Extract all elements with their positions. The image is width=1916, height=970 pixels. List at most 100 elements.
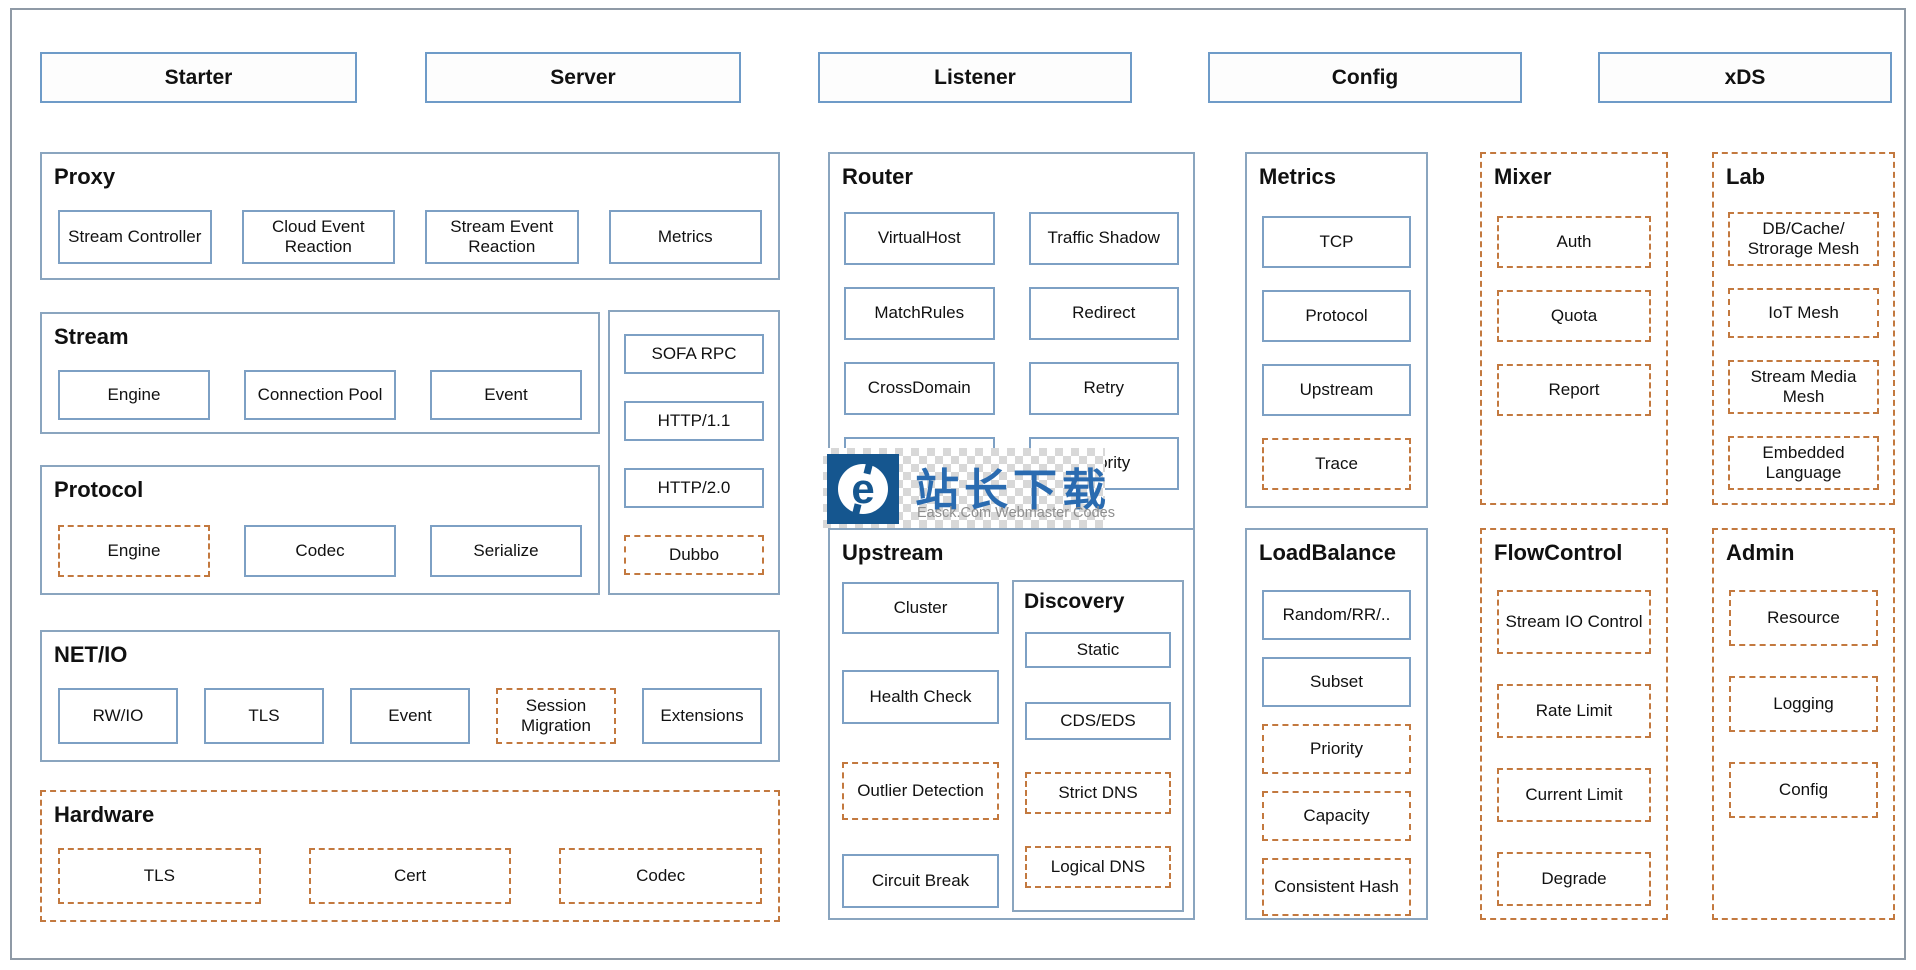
module-box: SOFA RPC [624,334,764,374]
module-box: Session Migration [496,688,616,744]
module-box: Health Check [842,670,999,724]
section-title: FlowControl [1494,540,1623,565]
header-box-listener: Listener [818,52,1132,103]
module-box: Traffic Shadow [1028,212,1179,265]
module-box: Codec [244,525,396,577]
module-box: Embedded Language [1728,436,1879,490]
module-box: Resource [1729,590,1878,646]
section-title: Metrics [1259,164,1337,189]
module-box: Capacity [1262,791,1411,841]
module-box: Random/RR/.. [1262,590,1411,640]
module-box: DB/Cache/ Strorage Mesh [1728,212,1879,266]
module-box: CDS/EDS [1025,702,1171,740]
header-box-config: Config [1208,52,1522,103]
module-box: Current Limit [1497,768,1651,822]
module-box: Logical DNS [1025,846,1171,888]
header-box-starter: Starter [40,52,357,103]
section-title: Upstream [842,540,944,565]
module-box: Event [350,688,470,744]
module-box: CrossDomain [844,362,995,415]
module-box: Stream Event Reaction [425,210,579,264]
section-items: TLS Cert Codec [58,848,763,904]
section-title: Proxy [54,164,116,189]
module-box: Trace [1262,438,1411,490]
section-hardware: Hardware TLS Cert Codec [40,790,780,922]
header-box-server: Server [425,52,741,103]
header-label: Starter [164,65,233,89]
watermark-logo-letter: e [838,464,888,514]
module-box: Subset [1262,657,1411,707]
section-proxy: Proxy Stream Controller Cloud Event React… [40,152,780,280]
module-box: Degrade [1497,852,1651,906]
watermark-title: 站长下载 [915,466,1111,515]
module-box: Stream Controller [58,210,212,264]
section-title: Router [842,164,913,189]
module-box: Auth [1497,216,1651,268]
module-box: Static [1025,632,1171,668]
module-box: Redirect [1028,287,1179,340]
module-box: TLS [204,688,324,744]
module-box: Protocol [1262,290,1411,342]
module-box: Codec [559,848,763,904]
module-box: TCP [1262,216,1411,268]
section-title: Mixer [1494,164,1552,189]
section-title: Hardware [54,802,155,827]
module-box: Serialize [430,525,582,577]
module-box: Cluster [842,582,999,634]
module-box: Cloud Event Reaction [241,210,395,264]
module-box: Event [430,370,582,420]
module-box: Logging [1729,676,1878,732]
module-box: Stream Media Mesh [1728,360,1879,414]
module-box: Dubbo [624,535,764,575]
section-title: Protocol [54,477,144,502]
module-box: Connection Pool [244,370,396,420]
site-watermark: e 站长下载 Easck.Com Webmaster Codes [823,448,1115,528]
module-box: IoT Mesh [1728,288,1879,338]
section-items: Stream Controller Cloud Event Reaction Str… [58,210,762,264]
module-box: Upstream [1262,364,1411,416]
module-box: Stream IO Control [1497,590,1651,654]
module-box: Rate Limit [1497,684,1651,738]
module-box: VirtualHost [844,212,995,265]
section-title: Lab [1726,164,1766,189]
module-box: Cert [308,848,512,904]
module-box: Report [1497,364,1651,416]
header-label: xDS [1724,65,1766,89]
module-box: Retry [1028,362,1179,415]
header-box-xds: xDS [1598,52,1892,103]
watermark-subtitle: Easck.Com Webmaster Codes [917,505,1115,521]
module-box: TLS [58,848,261,904]
module-box: Consistent Hash [1262,858,1411,916]
module-box: Strict DNS [1025,772,1171,814]
module-box: HTTP/1.1 [624,401,764,441]
section-title: Stream [54,324,129,349]
module-box: Outlier Detection [842,762,999,820]
module-box: Priority [1262,724,1411,774]
section-title: NET/IO [54,642,128,667]
header-label: Server [550,65,616,89]
section-title: LoadBalance [1259,540,1396,565]
